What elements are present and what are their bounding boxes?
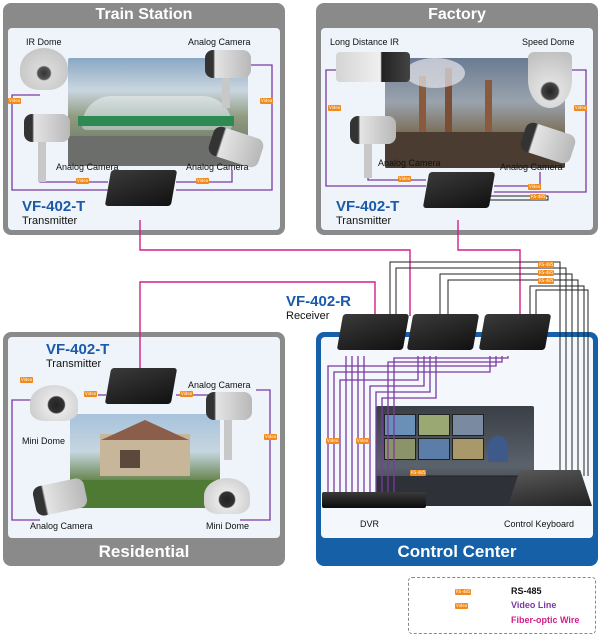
legend-fiber-label: Fiber-optic Wire xyxy=(511,615,580,625)
analog-camera-icon xyxy=(206,392,252,420)
video-tag: Video xyxy=(356,438,370,444)
transmitter-device-factory xyxy=(422,172,496,208)
receiver-device-1 xyxy=(336,314,410,350)
rs485-tag: RS-485 xyxy=(538,262,555,268)
video-tag: Video xyxy=(8,98,22,104)
legend-rs485-label: RS-485 xyxy=(511,586,542,596)
train-station-title: Train Station xyxy=(95,6,193,23)
video-tag: Video xyxy=(326,438,340,444)
ir-dome-label: IR Dome xyxy=(26,37,62,47)
video-tag: Video xyxy=(196,178,210,184)
video-tag: Video xyxy=(76,178,90,184)
fiber-wires xyxy=(139,220,521,380)
analog-camera-label: Analog Camera xyxy=(378,158,441,168)
analog-camera-label: Analog Camera xyxy=(188,380,251,390)
receiver-device-3 xyxy=(478,314,552,350)
analog-camera-label: Analog Camera xyxy=(30,521,93,531)
camera-stand-icon xyxy=(38,142,46,182)
residential-title: Residential xyxy=(98,542,190,561)
dvr-label: DVR xyxy=(360,519,380,529)
speed-dome-label: Speed Dome xyxy=(522,37,575,47)
control-keyboard-label: Control Keyboard xyxy=(504,519,575,529)
speed-dome-camera-icon xyxy=(528,52,572,108)
video-tag: Video xyxy=(20,377,34,383)
mini-dome-camera-icon xyxy=(30,385,78,421)
receiver-model: VF-402-R xyxy=(286,293,352,310)
mini-dome-label: Mini Dome xyxy=(206,521,250,531)
video-tag: Video xyxy=(398,176,412,182)
rs485-tag: RS-485 xyxy=(530,194,547,200)
rs485-tag: RS-485 xyxy=(538,278,555,284)
legend-video-label: Video Line xyxy=(511,600,557,610)
train-transmitter-model: VF-402-T xyxy=(22,198,86,215)
camera-stand-icon xyxy=(364,144,372,178)
mini-dome-label: Mini Dome xyxy=(22,436,66,446)
receiver-device-2 xyxy=(406,314,480,350)
video-tag: Video xyxy=(180,391,194,397)
long-distance-ir-camera-icon xyxy=(336,52,410,82)
long-distance-ir-label: Long Distance IR xyxy=(330,37,400,47)
camera-stand-icon xyxy=(224,420,232,460)
analog-camera-label: Analog Camera xyxy=(186,162,249,172)
analog-camera-icon xyxy=(205,50,251,78)
video-tag: Video xyxy=(84,391,98,397)
rs485-tag: RS-485 xyxy=(410,470,427,476)
video-tag: Video xyxy=(328,105,342,111)
analog-camera-label: Analog Camera xyxy=(56,162,119,172)
rs485-tag: RS-485 xyxy=(538,270,555,276)
video-tag: Video xyxy=(264,434,278,440)
analog-camera-label: Analog Camera xyxy=(188,37,251,47)
receiver-role: Receiver xyxy=(286,310,330,322)
transmitter-device-train xyxy=(104,170,178,206)
factory-transmitter-model: VF-402-T xyxy=(336,198,400,215)
video-tag: Video xyxy=(528,184,542,190)
factory-transmitter-role: Transmitter xyxy=(336,215,392,227)
residential-transmitter-role: Transmitter xyxy=(46,358,102,370)
residential-photo xyxy=(70,414,220,508)
control-room-photo xyxy=(376,406,534,506)
dvr-device xyxy=(322,492,426,508)
camera-stand-icon xyxy=(222,78,230,108)
legend-rs485-tag: RS-485 xyxy=(455,589,472,595)
video-tag: Video xyxy=(260,98,274,104)
train-transmitter-role: Transmitter xyxy=(22,215,78,227)
mini-dome-camera-icon xyxy=(204,478,250,514)
wire-legend: RS-485 RS-485 Video Video Line Fiber-opt… xyxy=(408,577,596,634)
video-tag: Video xyxy=(574,105,588,111)
video-wires xyxy=(11,64,587,521)
transmitter-device-residential xyxy=(104,368,178,404)
analog-camera-label: Analog Camera xyxy=(500,162,563,172)
factory-title: Factory xyxy=(428,6,486,23)
ir-dome-camera-icon xyxy=(20,48,68,90)
control-keyboard-device xyxy=(508,470,592,506)
analog-camera-icon xyxy=(350,116,396,144)
control-center-title: Control Center xyxy=(397,542,517,561)
analog-camera-icon xyxy=(24,114,70,142)
residential-transmitter-model: VF-402-T xyxy=(46,341,110,358)
legend-video-tag: Video xyxy=(455,603,469,609)
